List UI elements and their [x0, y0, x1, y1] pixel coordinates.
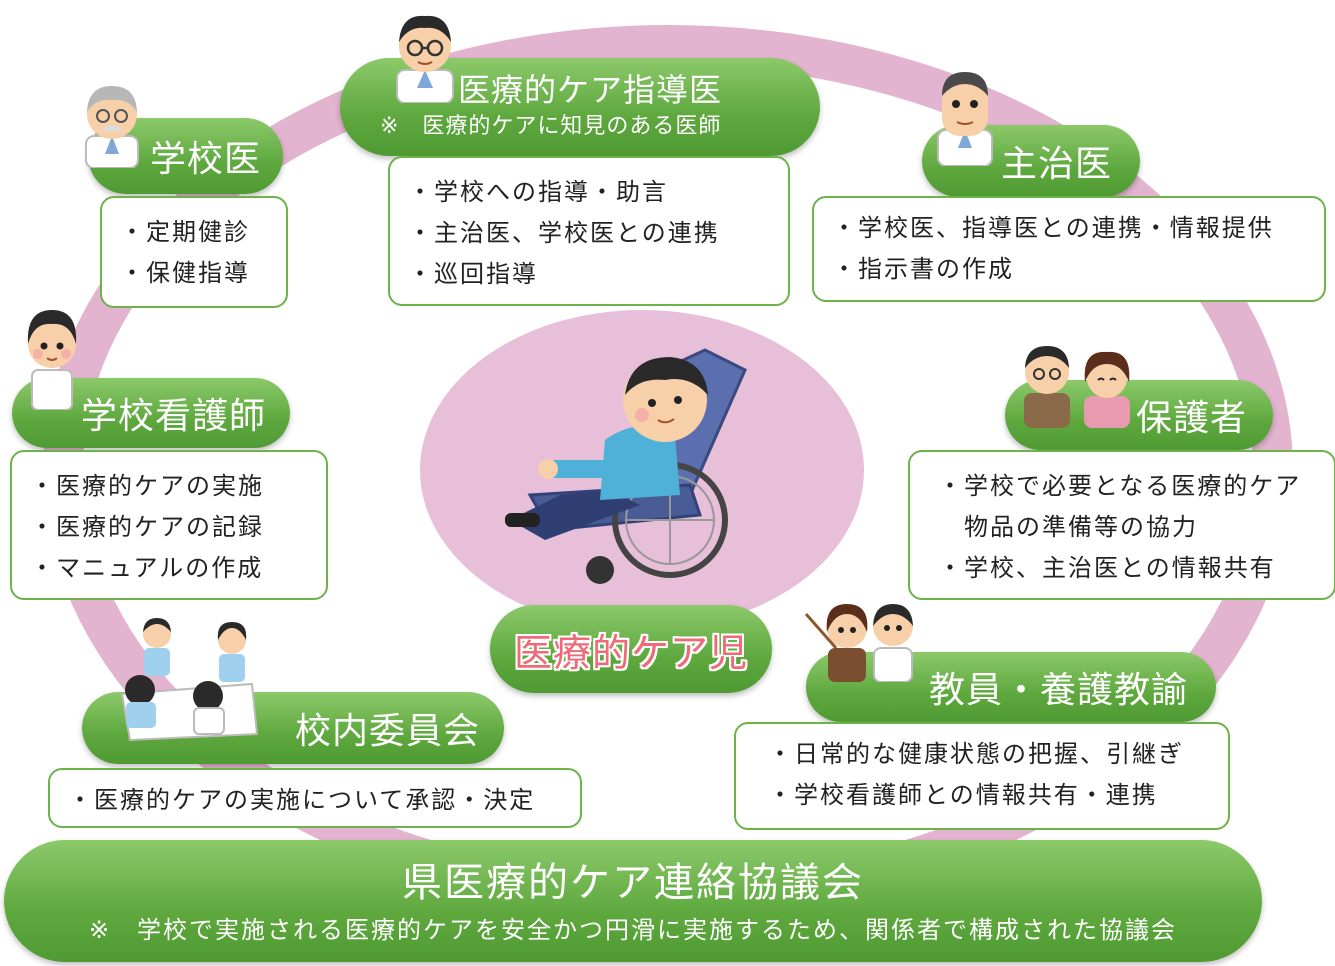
attending-doctor-item: ・指示書の作成	[832, 255, 1014, 283]
guidance-doctor-title: 医療的ケア指導医	[458, 71, 723, 109]
guidance-doctor-box: ・学校への指導・助言 ・主治医、学校医との連携 ・巡回指導	[388, 156, 790, 306]
school-doctor-box: ・定期健診 ・保健指導	[100, 196, 288, 308]
guidance-doctor-note: ※ 医療的ケアに知見のある医師	[380, 114, 722, 139]
committee-item: ・医療的ケアの実施について承認・決定	[68, 786, 536, 814]
school-doctor-title: 学校医	[149, 139, 261, 180]
school-nurse-item: ・マニュアルの作成	[30, 554, 264, 582]
council-note: ※ 学校で実施される医療的ケアを安全かつ円滑に実施するため、関係者で構成された協…	[88, 916, 1178, 944]
guidance-doctor-item: ・巡回指導	[408, 260, 538, 288]
attending-doctor-title: 主治医	[1000, 144, 1112, 185]
child-label: 医療的ケア児	[513, 630, 748, 675]
guidance-doctor-item: ・主治医、学校医との連携	[408, 219, 720, 247]
school-doctor-item: ・定期健診	[120, 218, 250, 246]
school-nurse-box: ・医療的ケアの実施 ・医療的ケアの記録 ・マニュアルの作成	[10, 450, 328, 600]
teachers-item: ・学校看護師との情報共有・連携	[768, 781, 1158, 809]
teachers-item: ・日常的な健康状態の把握、引継ぎ	[768, 740, 1184, 768]
teachers-box: ・日常的な健康状態の把握、引継ぎ ・学校看護師との情報共有・連携	[734, 722, 1230, 830]
teachers-icon	[804, 604, 913, 682]
guardians-item: ・学校、主治医との情報共有	[938, 554, 1276, 582]
guardians-pill: 保護者	[1005, 380, 1273, 450]
guardians-item: 物品の準備等の協力	[938, 513, 1198, 541]
guardians-title: 保護者	[1135, 398, 1247, 439]
child-wheelchair-icon	[505, 348, 747, 584]
school-nurse-item: ・医療的ケアの実施	[30, 472, 264, 500]
child-pill: 医療的ケア児	[490, 605, 772, 693]
committee-title: 校内委員会	[294, 711, 480, 752]
doctor-icon	[937, 72, 993, 166]
guardians-item: ・学校で必要となる医療的ケア	[938, 472, 1302, 500]
meeting-icon	[120, 618, 259, 742]
school-doctor-item: ・保健指導	[120, 259, 250, 287]
nurse-icon	[27, 310, 77, 410]
parents-icon	[1024, 346, 1130, 428]
school-nurse-item: ・医療的ケアの記録	[30, 513, 264, 541]
elderly-doctor-icon	[85, 86, 139, 168]
guardians-box: ・学校で必要となる医療的ケア 物品の準備等の協力 ・学校、主治医との情報共有	[908, 450, 1335, 600]
council-title: 県医療的ケア連絡協議会	[402, 860, 864, 906]
guidance-doctor-item: ・学校への指導・助言	[408, 178, 668, 206]
attending-doctor-item: ・学校医、指導医との連携・情報提供	[832, 214, 1274, 242]
council-pill: 県医療的ケア連絡協議会 ※ 学校で実施される医療的ケアを安全かつ円滑に実施するた…	[4, 840, 1262, 962]
teachers-title: 教員・養護教諭	[928, 670, 1188, 711]
attending-doctor-box: ・学校医、指導医との連携・情報提供 ・指示書の作成	[812, 196, 1326, 302]
committee-box: ・医療的ケアの実施について承認・決定	[48, 768, 582, 828]
school-nurse-title: 学校看護師	[80, 396, 266, 437]
doctor-glasses-icon	[396, 15, 454, 103]
